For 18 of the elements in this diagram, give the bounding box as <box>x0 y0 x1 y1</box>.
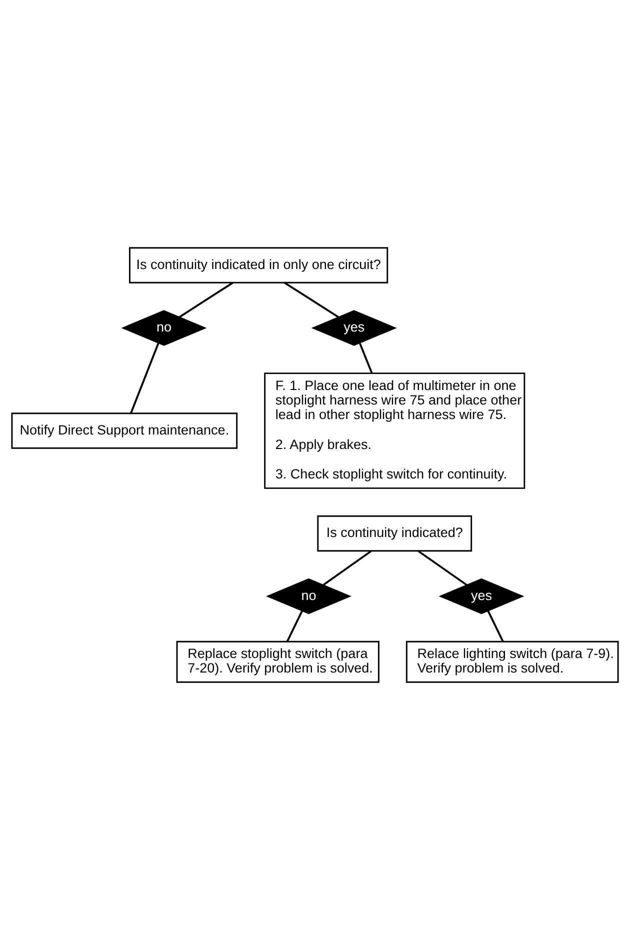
node-box: Is continuity indicated? <box>317 515 472 552</box>
node-box: Relace lighting switch (para 7-9). Verify problem is solved. <box>406 640 619 683</box>
connector <box>359 343 373 374</box>
connector <box>130 343 160 414</box>
connector <box>487 610 504 642</box>
node-box: Is continuity indicated in only one circuit? <box>128 247 388 284</box>
node-diamond: no <box>266 578 352 614</box>
connector <box>284 282 339 318</box>
node-diamond: yes <box>438 578 524 614</box>
node-box: Replace stoplight switch (para 7-20). Verify problem is solved. <box>176 640 380 683</box>
node-box: F. 1. Place one lead of multimeter in one stoplight harness wire 75 and place other lead in other stoplight harness wire 75. 2. Apply brakes. 3. Check stoplight switch for continuity. <box>264 372 526 489</box>
node-diamond: no <box>121 310 207 346</box>
connector <box>418 550 468 586</box>
connector <box>322 550 372 586</box>
node-diamond: yes <box>311 310 397 346</box>
connector <box>178 282 234 318</box>
connector <box>286 610 303 642</box>
node-box: Notify Direct Support maintenance. <box>11 412 238 449</box>
